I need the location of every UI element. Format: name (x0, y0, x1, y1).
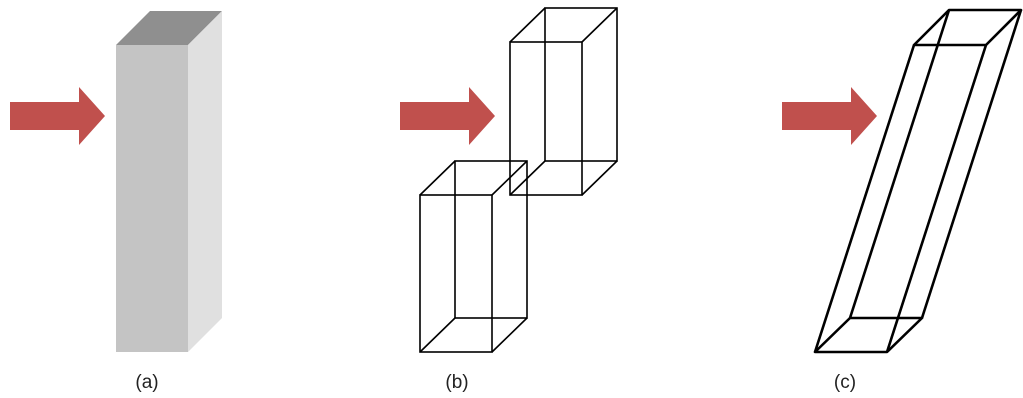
panel-b: (b) (400, 7, 618, 393)
arrow-a-icon (10, 87, 105, 145)
prism-a-top-face (116, 11, 222, 45)
panel-a: (a) (10, 11, 222, 393)
prism-a-front-face (116, 45, 188, 352)
prism-b-lower-wireframe (419, 160, 528, 353)
prism-a-side-face (188, 11, 222, 352)
panel-c-label: (c) (834, 372, 856, 393)
arrow-c-icon (782, 87, 877, 145)
arrow-b-icon (400, 87, 495, 145)
panel-c: (c) (782, 8, 1023, 393)
prism-b-upper-wireframe (509, 7, 618, 196)
prism-c-slanted-wireframe (813, 8, 1023, 354)
panel-a-label: (a) (135, 372, 158, 393)
panel-b-label: (b) (445, 372, 468, 393)
